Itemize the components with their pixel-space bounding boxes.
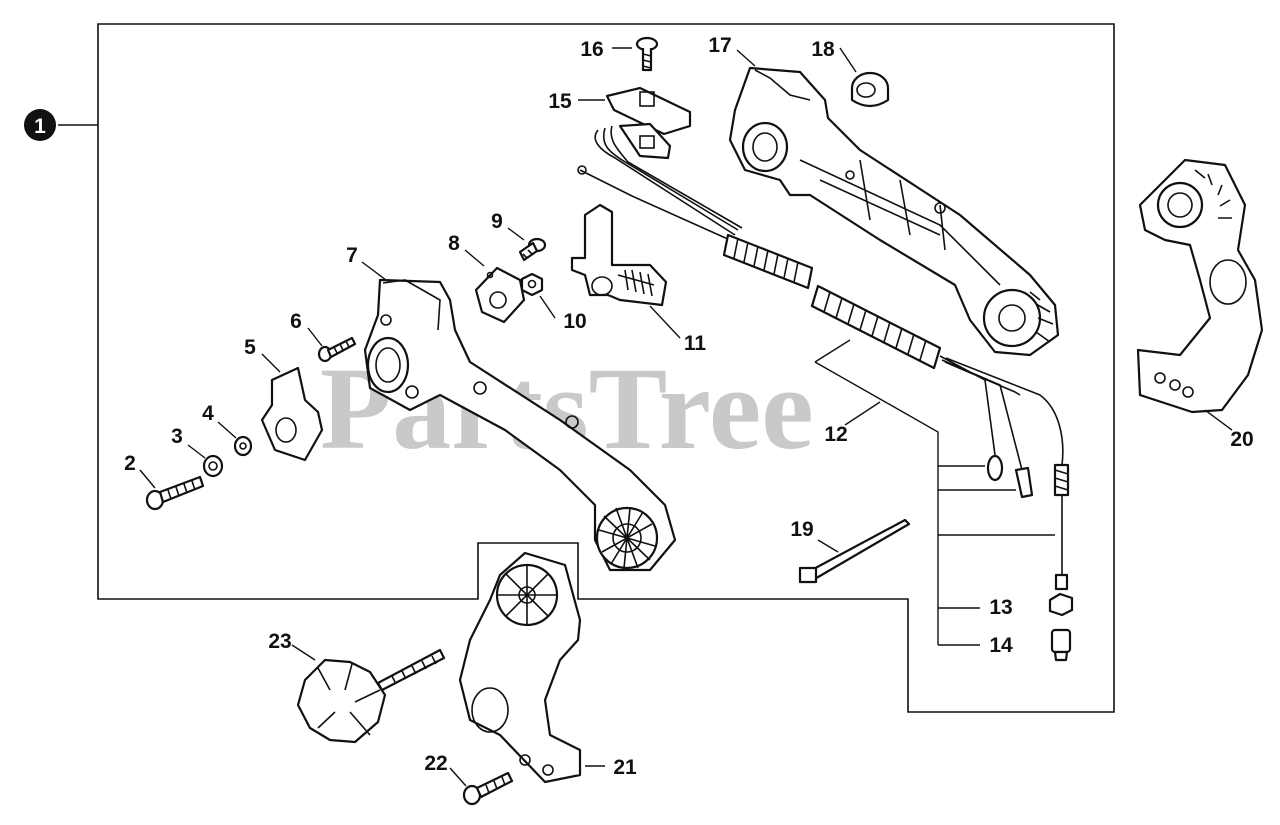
callout-8: 8 (448, 232, 460, 255)
callout-12: 12 (824, 423, 847, 446)
part-4-washer[interactable] (233, 435, 253, 457)
assembly-frame (97, 23, 1115, 713)
callout-18: 18 (811, 38, 835, 61)
callout-19: 19 (790, 518, 813, 541)
callout-bracket-12 (814, 339, 1055, 646)
callout-20: 20 (1230, 428, 1253, 451)
callout-labels: 2 3 4 5 6 7 8 9 10 11 12 13 14 15 16 17 … (124, 34, 1254, 779)
callout-9: 9 (491, 210, 503, 233)
part-5-trigger[interactable] (260, 366, 324, 462)
part-13-nut[interactable] (1048, 592, 1074, 617)
callout-23: 23 (268, 630, 291, 653)
part-8-plate[interactable] (474, 266, 526, 324)
callout-11: 11 (684, 332, 707, 355)
serration-17 (982, 288, 1054, 348)
callout-21: 21 (613, 756, 637, 779)
callout-22: 22 (424, 752, 447, 775)
part-20-handle-bracket[interactable] (1136, 158, 1264, 414)
leader-lines (139, 47, 1233, 787)
part-7-handle-left[interactable] (363, 278, 677, 572)
part-17-handle-right[interactable] (728, 66, 1060, 357)
callout-17: 17 (708, 34, 731, 57)
callout-7: 7 (346, 244, 358, 267)
callout-1[interactable]: 1 (24, 109, 98, 141)
part-6-screw[interactable] (317, 336, 357, 363)
part-16-screw[interactable] (635, 36, 659, 72)
callout-10: 10 (563, 310, 586, 333)
callout-16: 16 (580, 38, 603, 61)
part-14-cap[interactable] (1050, 628, 1072, 662)
callout-13: 13 (989, 596, 1012, 619)
callout-5: 5 (244, 336, 256, 359)
part-3-lock-washer[interactable] (202, 454, 224, 478)
svg-text:1: 1 (34, 115, 46, 138)
part-21-lower-bracket[interactable] (458, 551, 582, 784)
callout-3: 3 (171, 425, 183, 448)
part-18-bushing[interactable] (850, 71, 890, 108)
callout-4: 4 (202, 402, 214, 425)
serration-7 (595, 506, 659, 570)
part-23-knob[interactable] (296, 648, 446, 744)
part-10-nut[interactable] (520, 272, 544, 297)
part-22-screw[interactable] (462, 771, 514, 806)
part-19-cable-tie[interactable] (798, 518, 911, 584)
part-9-bolt[interactable] (518, 237, 547, 262)
callout-6: 6 (290, 310, 302, 333)
part-12-wire-harness[interactable] (577, 125, 1070, 591)
part-2-bolt[interactable] (145, 475, 205, 511)
callout-15: 15 (548, 90, 572, 113)
part-15-switch-bracket[interactable] (605, 86, 692, 160)
callout-14: 14 (989, 634, 1013, 657)
part-11-lever[interactable] (570, 203, 668, 307)
callout-2: 2 (124, 452, 136, 475)
